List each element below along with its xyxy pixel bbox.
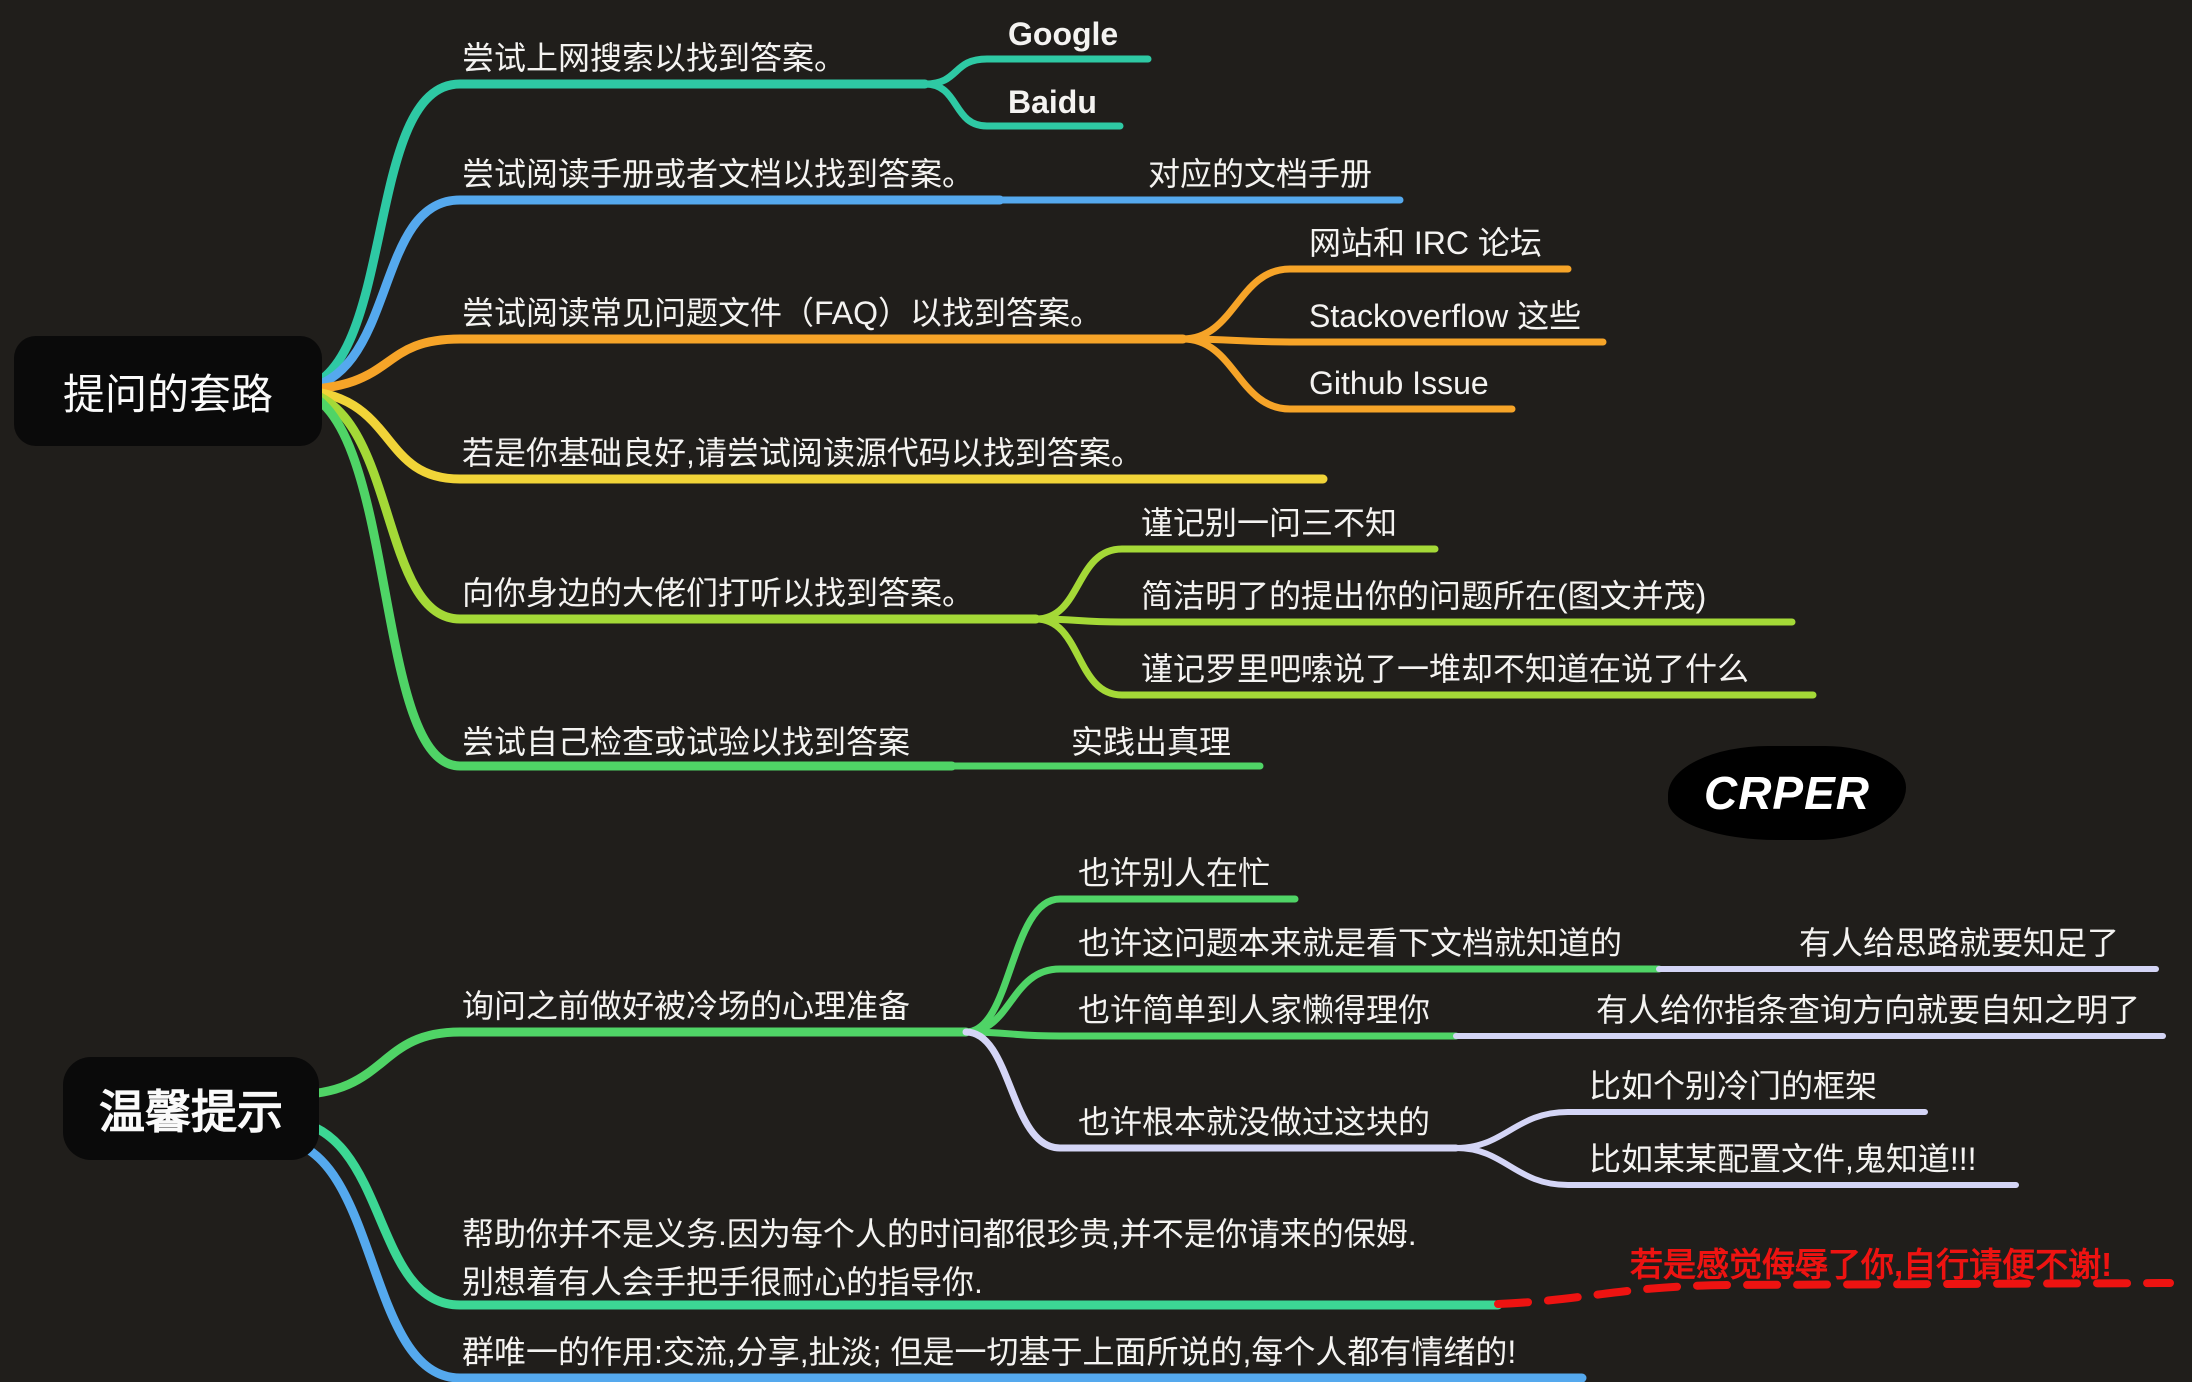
connector-github-issue: [1179, 335, 1516, 413]
connector-cold-reception: [285, 1027, 971, 1100]
connector-ask-experts: [285, 385, 1041, 624]
node-docs[interactable]: 对应的文档手册: [1148, 156, 1373, 192]
root-node-friendly-tips-label: 温馨提示: [99, 1085, 283, 1138]
node-config-file[interactable]: 比如某某配置文件,鬼知道!!!: [1589, 1141, 1977, 1177]
connector-niche-framework: [1453, 1109, 1928, 1151]
connector-google: [921, 55, 1152, 88]
connector-rambling: [1032, 615, 1817, 699]
connector-irc: [1179, 265, 1572, 343]
crper-badge-label: CRPER: [1703, 767, 1871, 819]
node-self-test[interactable]: 尝试自己检查或试验以找到答案: [462, 724, 911, 760]
node-maybe-too-simple[interactable]: 也许简单到人家懒得理你: [1078, 992, 1431, 1028]
node-read-source[interactable]: 若是你基础良好,请尝试阅读源代码以找到答案。: [462, 435, 1143, 471]
connector-baidu: [921, 80, 1124, 130]
node-niche-framework[interactable]: 比如个别冷门的框架: [1589, 1068, 1878, 1104]
node-group-purpose[interactable]: 群唯一的作用:交流,分享,扯淡; 但是一切基于上面所说的,每个人都有情绪的!: [462, 1334, 1517, 1370]
node-maybe-busy[interactable]: 也许别人在忙: [1078, 855, 1271, 891]
node-be-satisfied[interactable]: 有人给思路就要知足了: [1799, 925, 2120, 961]
node-concise-question[interactable]: 简洁明了的提出你的问题所在(图文并茂): [1141, 578, 1707, 614]
connector-not-obligation: [280, 1115, 1503, 1310]
node-ask-experts[interactable]: 向你身边的大佬们打听以找到答案。: [462, 575, 975, 611]
connector-read-faq: [285, 334, 1188, 395]
node-maybe-in-docs[interactable]: 也许这问题本来就是看下文档就知道的: [1078, 925, 1623, 961]
connector-never-done: [962, 1028, 1460, 1152]
connector-read-manual: [285, 195, 1005, 395]
connector-concise: [1032, 615, 1796, 626]
node-read-manual[interactable]: 尝试阅读手册或者文档以找到答案。: [462, 156, 975, 192]
connector-read-source: [285, 385, 1328, 484]
node-expect-cold-reception[interactable]: 询问之前做好被冷场的心理准备: [462, 988, 911, 1024]
connector-group-purpose: [275, 1135, 1587, 1382]
connector-search-online: [285, 79, 930, 395]
connector-stackoverflow: [1179, 335, 1607, 346]
root-node-friendly-tips[interactable]: 温馨提示: [63, 1057, 319, 1160]
connector-config-file: [1453, 1145, 2019, 1188]
node-no-rambling[interactable]: 谨记罗里吧嗦说了一堆却不知道在说了什么: [1141, 651, 1750, 687]
node-not-obligation[interactable]: 帮助你并不是义务.因为每个人的时间都很珍贵,并不是你请来的保姆. 别想着有人会手…: [462, 1216, 1417, 1300]
node-stackoverflow[interactable]: Stackoverflow 这些: [1309, 298, 1582, 334]
connector-insult-warning: [1494, 1279, 2174, 1308]
node-read-faq[interactable]: 尝试阅读常见问题文件（FAQ）以找到答案。: [462, 295, 1103, 331]
node-github-issue[interactable]: Github Issue: [1309, 365, 1489, 401]
node-maybe-never-done[interactable]: 也许根本就没做过这块的: [1078, 1104, 1431, 1140]
connector-too-simple: [962, 1028, 1460, 1040]
crper-badge[interactable]: CRPER: [1668, 746, 1906, 840]
root-node-asking-routine-label: 提问的套路: [62, 370, 273, 418]
node-insult-warning[interactable]: 若是感觉侮辱了你,自行请便不谢!: [1630, 1246, 2113, 1283]
root-node-asking-routine[interactable]: 提问的套路: [14, 336, 322, 446]
node-practice-truth[interactable]: 实践出真理: [1071, 724, 1232, 760]
node-google[interactable]: Google: [1008, 16, 1119, 52]
node-search-online[interactable]: 尝试上网搜索以找到答案。: [462, 40, 847, 76]
node-self-awareness[interactable]: 有人给你指条查询方向就要自知之明了: [1596, 992, 2141, 1028]
node-irc-forum[interactable]: 网站和 IRC 论坛: [1309, 225, 1542, 261]
connector-self-test: [285, 385, 957, 771]
connector-no-blank: [1032, 545, 1439, 623]
node-baidu[interactable]: Baidu: [1008, 84, 1097, 120]
node-no-blank-questions[interactable]: 谨记别一问三不知: [1141, 505, 1398, 541]
